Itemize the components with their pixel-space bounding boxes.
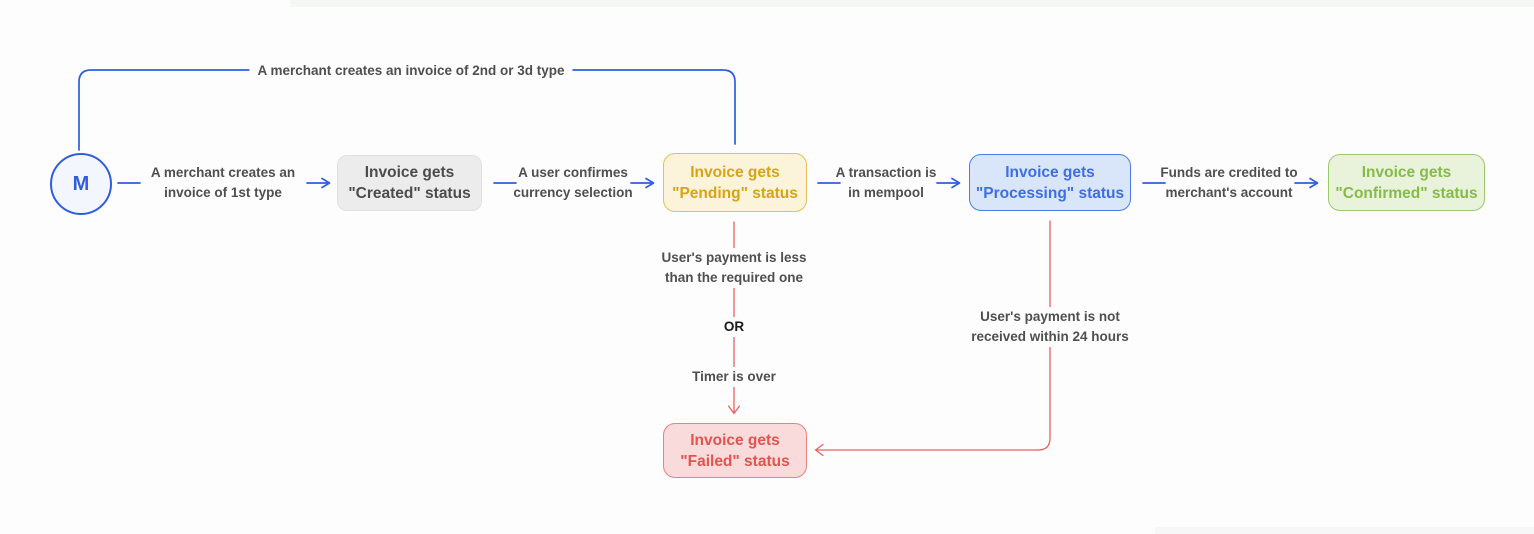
top-edge-artifact — [290, 0, 1534, 7]
edge-label-timer: Timer is over — [684, 367, 784, 387]
edge-label-second-type: A merchant creates an invoice of 2nd or … — [249, 61, 573, 81]
node-created-line2: "Created" status — [348, 185, 471, 202]
edge-label-mempool: A transaction is in mempool — [835, 165, 937, 200]
edge-funds-arrowhead — [1309, 177, 1319, 189]
edge-label-currency: A user confirmes currency selection — [513, 165, 633, 200]
edge-first-type-arrowhead — [321, 177, 331, 189]
edge-label-first-type: A merchant creates an invoice of 1st typ… — [150, 165, 296, 200]
edge-label-payment-not-received: User's payment is not received within 24… — [963, 307, 1137, 347]
node-confirmed-line1: Invoice gets — [1361, 163, 1452, 181]
node-pending-line2: "Pending" status — [672, 184, 798, 202]
node-confirmed-status: Invoice gets "Confirmed" status — [1328, 154, 1485, 211]
node-processing-line2: "Processing" status — [975, 184, 1125, 202]
edge-bypass-line — [78, 69, 736, 151]
node-processing-status: Invoice gets "Processing" status — [969, 154, 1131, 211]
node-created-line1: Invoice gets — [364, 164, 455, 181]
edge-pending-failed-arrowhead — [727, 405, 741, 415]
bottom-edge-artifact — [1155, 527, 1534, 534]
node-pending-line1: Invoice gets — [690, 163, 780, 181]
merchant-start-label: M — [72, 172, 90, 195]
edge-label-funds: Funds are credited to merchant's account — [1160, 165, 1298, 200]
node-created-status: Invoice gets "Created" status — [337, 155, 482, 211]
merchant-start-node: M — [50, 153, 112, 215]
node-confirmed-line2: "Confirmed" status — [1335, 184, 1478, 202]
edge-label-or: OR — [715, 317, 753, 337]
node-processing-line1: Invoice gets — [1005, 163, 1095, 181]
node-failed-line1: Invoice gets — [690, 431, 780, 449]
edge-processing-failed-arrowhead — [814, 443, 824, 457]
node-failed-status: Invoice gets "Failed" status — [663, 423, 807, 478]
edge-label-payment-less: User's payment is less than the required… — [653, 248, 815, 288]
edge-mempool-arrowhead — [951, 177, 961, 189]
edge-processing-failed-line — [815, 220, 1051, 451]
edge-currency-arrowhead — [645, 177, 655, 189]
node-failed-line2: "Failed" status — [680, 452, 790, 470]
node-pending-status: Invoice gets "Pending" status — [663, 153, 807, 212]
